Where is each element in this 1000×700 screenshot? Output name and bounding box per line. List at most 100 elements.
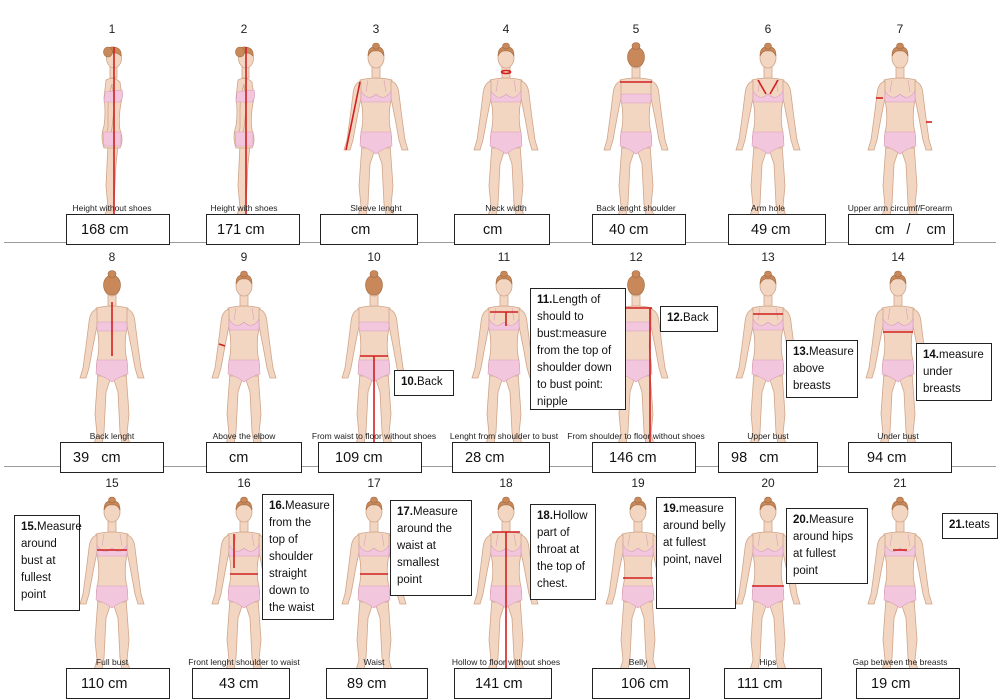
- body-figure: [605, 496, 671, 671]
- note-19: 19.measure around belly at fullest point…: [656, 497, 736, 609]
- measurement-value: cm: [320, 214, 418, 245]
- measurement-value: 110 cm: [66, 668, 170, 699]
- body-figure: [473, 496, 539, 671]
- item-number: 11: [497, 250, 511, 264]
- body-figure: [867, 496, 933, 671]
- measurement-value: 89 cm: [326, 668, 428, 699]
- measurement-value: cm / cm: [848, 214, 954, 245]
- note-18: 18.Hollow part of throat at the top of c…: [530, 504, 596, 600]
- measurement-value: 49 cm: [728, 214, 826, 245]
- measurement-line: [757, 79, 779, 95]
- body-figure: [603, 42, 669, 217]
- note-17: 17.Measure around the waist at smallest …: [390, 500, 472, 596]
- item-caption: Gap between the breasts: [852, 657, 948, 667]
- item-number: 2: [240, 22, 248, 36]
- measurement-value: 171 cm: [206, 214, 300, 245]
- item-caption: Sleeve lenght: [350, 203, 402, 213]
- item-caption: Above the elbow: [212, 431, 276, 441]
- item-caption: Hips: [759, 657, 777, 667]
- measurement-line: [360, 355, 388, 444]
- item-number: 21: [893, 476, 907, 490]
- note-14: 14.measure under breasts: [916, 343, 992, 401]
- measurement-value: 94 cm: [848, 442, 952, 473]
- item-number: 16: [237, 476, 251, 490]
- measurement-value: 168 cm: [66, 214, 170, 245]
- item-number: 9: [240, 250, 248, 264]
- body-figure: [101, 46, 123, 217]
- body-figure: [471, 270, 537, 445]
- note-11: 11.Length of should to bust:measure from…: [530, 288, 626, 410]
- measurement-value: cm: [206, 442, 302, 473]
- item-caption: Arm hole: [750, 203, 785, 213]
- measurement-value: 109 cm: [318, 442, 422, 473]
- item-caption: Lenght from shoulder to bust: [449, 431, 559, 441]
- measurement-value: 106 cm: [592, 668, 690, 699]
- item-caption: From shoulder to floor without shoes: [567, 431, 705, 441]
- measurement-line: [345, 81, 361, 151]
- measurement-line: [876, 97, 932, 123]
- item-number: 10: [367, 250, 381, 264]
- item-number: 12: [629, 250, 643, 264]
- item-number: 5: [632, 22, 640, 36]
- note-10: 10.Back: [394, 370, 454, 396]
- measurement-value: 43 cm: [192, 668, 290, 699]
- measurement-line: [500, 69, 512, 75]
- body-figure: [867, 42, 933, 217]
- note-20: 20.Measure around hips at fullest point: [786, 508, 868, 584]
- measurement-value: 19 cm: [856, 668, 960, 699]
- note-13: 13.Measure above breasts: [786, 340, 858, 398]
- body-figure: [79, 270, 145, 445]
- item-caption: Back lenght shoulder: [596, 203, 676, 213]
- measurement-line: [492, 531, 520, 670]
- item-caption: Height without shoes: [72, 203, 152, 213]
- item-number: 7: [896, 22, 904, 36]
- body-figure: [79, 496, 145, 671]
- measurement-line: [490, 311, 518, 326]
- measurement-value: 141 cm: [454, 668, 552, 699]
- measurement-value: 28 cm: [452, 442, 550, 473]
- item-number: 3: [372, 22, 380, 36]
- measurement-value: cm: [454, 214, 550, 245]
- item-caption: Back lenght: [89, 431, 135, 441]
- body-figure: [735, 42, 801, 217]
- note-12: 12.Back: [660, 306, 718, 332]
- item-caption: From waist to floor without shoes: [311, 431, 437, 441]
- item-caption: Upper bust: [747, 431, 789, 441]
- body-figure: [341, 496, 407, 671]
- item-number: 4: [502, 22, 510, 36]
- item-number: 13: [761, 250, 775, 264]
- note-21: 21.teats: [942, 513, 998, 539]
- measurement-value: 146 cm: [592, 442, 696, 473]
- measurement-value: 111 cm: [724, 668, 822, 699]
- item-number: 8: [108, 250, 116, 264]
- note-15: 15.Measure around bust at fullest point: [14, 515, 82, 611]
- item-number: 19: [631, 476, 645, 490]
- measurement-line: [230, 534, 258, 575]
- item-caption: Front lenght shoulder to waist: [188, 657, 300, 667]
- item-caption: Hollow to floor without shoes: [451, 657, 561, 667]
- item-caption: Under bust: [877, 431, 919, 441]
- item-caption: Waist: [363, 657, 385, 667]
- body-figure: [343, 42, 409, 217]
- body-figure: [473, 42, 539, 217]
- measurement-line: [218, 343, 226, 347]
- note-16: 16.Measure from the top of shoulder stra…: [262, 494, 334, 620]
- item-caption: Belly: [628, 657, 648, 667]
- measurement-value: 40 cm: [592, 214, 686, 245]
- item-number: 18: [499, 476, 513, 490]
- body-figure: [341, 270, 407, 445]
- measurement-value: 39 cm: [60, 442, 164, 473]
- body-figure: [211, 270, 277, 445]
- item-caption: Upper arm circumf/Forearm: [847, 203, 953, 213]
- measurement-value: 98 cm: [718, 442, 818, 473]
- item-caption: Neck width: [485, 203, 527, 213]
- item-number: 15: [105, 476, 119, 490]
- item-number: 14: [891, 250, 905, 264]
- item-number: 20: [761, 476, 775, 490]
- item-number: 1: [108, 22, 116, 36]
- body-figure: [735, 270, 801, 445]
- item-number: 17: [367, 476, 381, 490]
- item-caption: Height with shoes: [210, 203, 278, 213]
- item-number: 6: [764, 22, 772, 36]
- body-figure: [233, 46, 255, 217]
